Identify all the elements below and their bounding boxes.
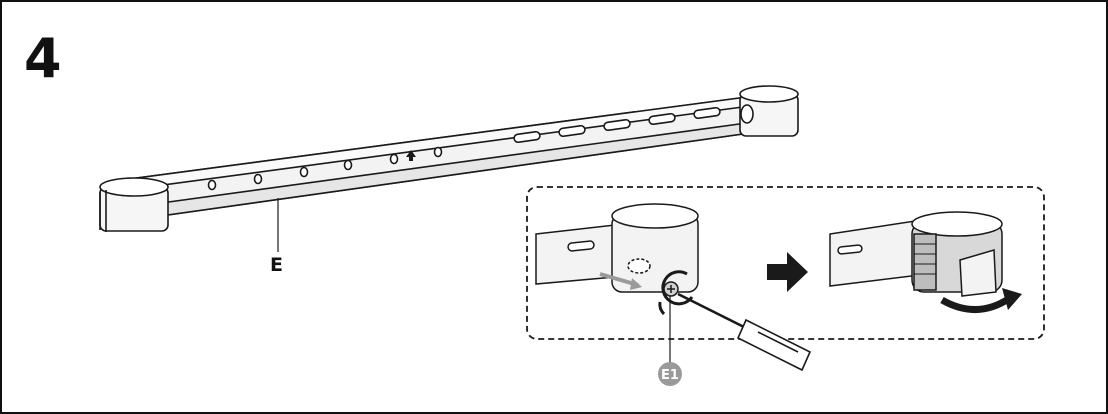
- closeup-sleeve-open: [829, 211, 1003, 297]
- closeup-sleeve-screw: [535, 203, 699, 297]
- bracket-part-label: E: [270, 254, 283, 276]
- rail-slot-holes: [513, 106, 721, 144]
- detail-callout: [526, 186, 1045, 372]
- rail-round-holes: [207, 146, 443, 191]
- up-arrow-mark: [406, 150, 416, 161]
- step-number: 4: [24, 27, 62, 90]
- swing-open-arrow: [940, 288, 1022, 313]
- step-transition-arrow: [767, 252, 808, 292]
- screw-part-label: E1: [661, 368, 679, 383]
- counterclockwise-rotation-arrow: [658, 270, 694, 316]
- screwdriver-icon: [677, 292, 812, 372]
- screw-e1-badge: E1: [658, 362, 682, 386]
- wall-bracket-e: [99, 85, 799, 232]
